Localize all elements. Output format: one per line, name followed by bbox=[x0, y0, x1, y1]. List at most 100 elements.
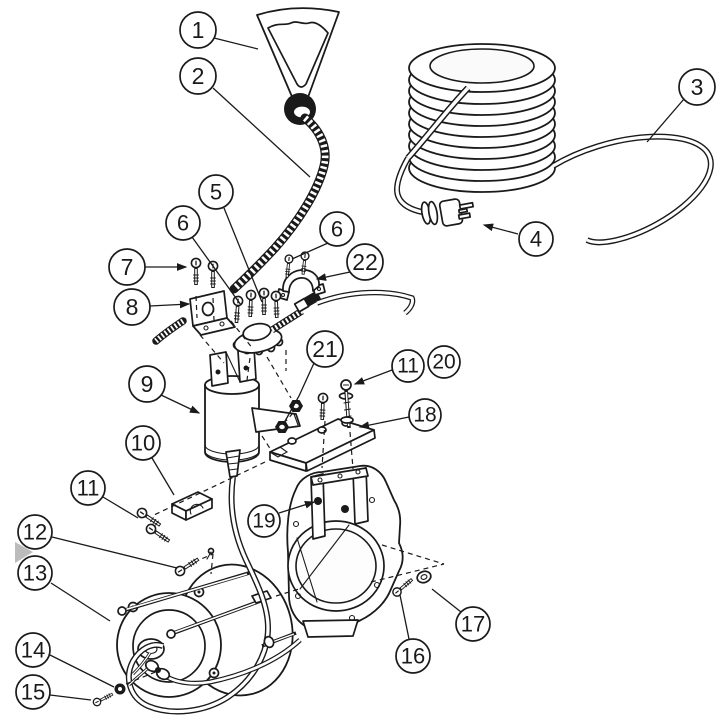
callout-circle bbox=[165, 205, 201, 241]
callout-number: 9 bbox=[141, 371, 154, 397]
callout-number: 6 bbox=[331, 217, 343, 242]
callout-3: 3 bbox=[646, 68, 716, 143]
terminal-washer bbox=[114, 683, 126, 695]
valve-screws bbox=[230, 286, 284, 326]
callout-17: 17 bbox=[431, 588, 491, 642]
callout-circle bbox=[17, 514, 53, 550]
callout-4: 4 bbox=[482, 221, 554, 257]
leader-line bbox=[223, 207, 263, 303]
callout-number: 6 bbox=[177, 211, 189, 236]
leader-line bbox=[283, 362, 315, 424]
callout-number: 15 bbox=[21, 680, 45, 705]
callout-11: 11 bbox=[353, 349, 425, 385]
callout-circle bbox=[408, 398, 442, 432]
callout-circle bbox=[395, 638, 431, 674]
callout-circle bbox=[455, 606, 491, 642]
plate-screw-short bbox=[315, 391, 330, 422]
callout-circle bbox=[391, 349, 425, 383]
leader-line bbox=[49, 654, 115, 688]
callout-circle bbox=[198, 174, 234, 210]
callout-circle bbox=[678, 68, 716, 106]
leader-line bbox=[151, 457, 175, 496]
leader-line bbox=[646, 98, 685, 143]
callout-number: 11 bbox=[77, 476, 100, 501]
callout-circle bbox=[518, 221, 554, 257]
switch-valve bbox=[232, 289, 416, 356]
power-plug bbox=[420, 198, 474, 227]
callout-13: 13 bbox=[17, 555, 111, 622]
callout-number: 16 bbox=[401, 644, 425, 669]
wiring bbox=[126, 476, 302, 715]
leader-line bbox=[315, 271, 351, 281]
callout-number: 8 bbox=[126, 294, 139, 320]
callout-number: 1 bbox=[192, 17, 205, 43]
callout-20: 20 bbox=[427, 345, 461, 379]
spacer-block bbox=[171, 491, 213, 521]
callout-number: 7 bbox=[121, 254, 134, 280]
callout-number: 5 bbox=[210, 180, 222, 205]
housing-washer bbox=[416, 570, 432, 584]
leader-line bbox=[353, 369, 393, 385]
callout-1: 1 bbox=[179, 11, 259, 50]
power-cord-coil bbox=[394, 43, 714, 246]
callout-8: 8 bbox=[113, 288, 191, 326]
leader-line bbox=[102, 496, 139, 519]
callout-circle bbox=[108, 248, 146, 286]
callout-9: 9 bbox=[128, 365, 201, 414]
callout-18: 18 bbox=[358, 398, 442, 432]
leader-line bbox=[431, 588, 462, 613]
callout-circle bbox=[15, 632, 51, 668]
callout-circle bbox=[113, 288, 151, 326]
callout-6: 6 bbox=[291, 211, 355, 260]
hex-nuts bbox=[275, 400, 303, 433]
leader-line bbox=[399, 594, 410, 640]
callout-number: 21 bbox=[312, 336, 338, 362]
leader-line bbox=[291, 242, 329, 260]
callout-11: 11 bbox=[70, 470, 139, 519]
leader-line bbox=[149, 300, 191, 309]
gear-housing bbox=[286, 464, 404, 638]
leader-line bbox=[51, 536, 178, 569]
handle bbox=[256, 7, 340, 125]
alignment-lines bbox=[125, 295, 445, 685]
control-cable bbox=[152, 113, 330, 345]
callout-6: 6 bbox=[165, 205, 242, 306]
leader-line bbox=[213, 37, 259, 50]
callout-5: 5 bbox=[198, 174, 263, 303]
flat-washer bbox=[340, 416, 354, 424]
callout-2: 2 bbox=[179, 57, 311, 178]
leader-line bbox=[278, 501, 316, 514]
callout-circle bbox=[179, 11, 217, 49]
bracket-screws bbox=[189, 256, 220, 290]
callout-circle bbox=[247, 504, 281, 538]
leader-line bbox=[482, 223, 519, 235]
callout-14: 14 bbox=[15, 632, 115, 688]
mounting-bracket bbox=[189, 290, 236, 336]
leader-line bbox=[49, 694, 92, 701]
callout-circle bbox=[15, 674, 51, 710]
leader-line bbox=[191, 236, 242, 306]
leader-line bbox=[212, 87, 311, 178]
callout-22: 22 bbox=[315, 243, 384, 281]
callout-number: 14 bbox=[21, 638, 45, 663]
callout-10: 10 bbox=[125, 425, 175, 496]
callout-number: 20 bbox=[432, 351, 455, 374]
terminal-screw bbox=[90, 689, 116, 709]
callout-circle bbox=[128, 365, 166, 403]
callout-circle bbox=[125, 425, 161, 461]
callout-number: 3 bbox=[691, 74, 704, 100]
callout-number: 17 bbox=[461, 612, 485, 637]
callout-circle bbox=[306, 330, 344, 368]
solenoid bbox=[204, 347, 301, 478]
callout-16: 16 bbox=[395, 594, 431, 674]
ground-terminal bbox=[127, 659, 171, 687]
leader-line bbox=[358, 416, 410, 430]
plate-screw-long bbox=[338, 379, 354, 429]
spacer-screws bbox=[133, 504, 174, 547]
callout-number: 13 bbox=[23, 561, 47, 586]
callout-number: 12 bbox=[23, 520, 47, 545]
leader-line bbox=[160, 394, 201, 414]
callout-number: 10 bbox=[131, 431, 155, 456]
